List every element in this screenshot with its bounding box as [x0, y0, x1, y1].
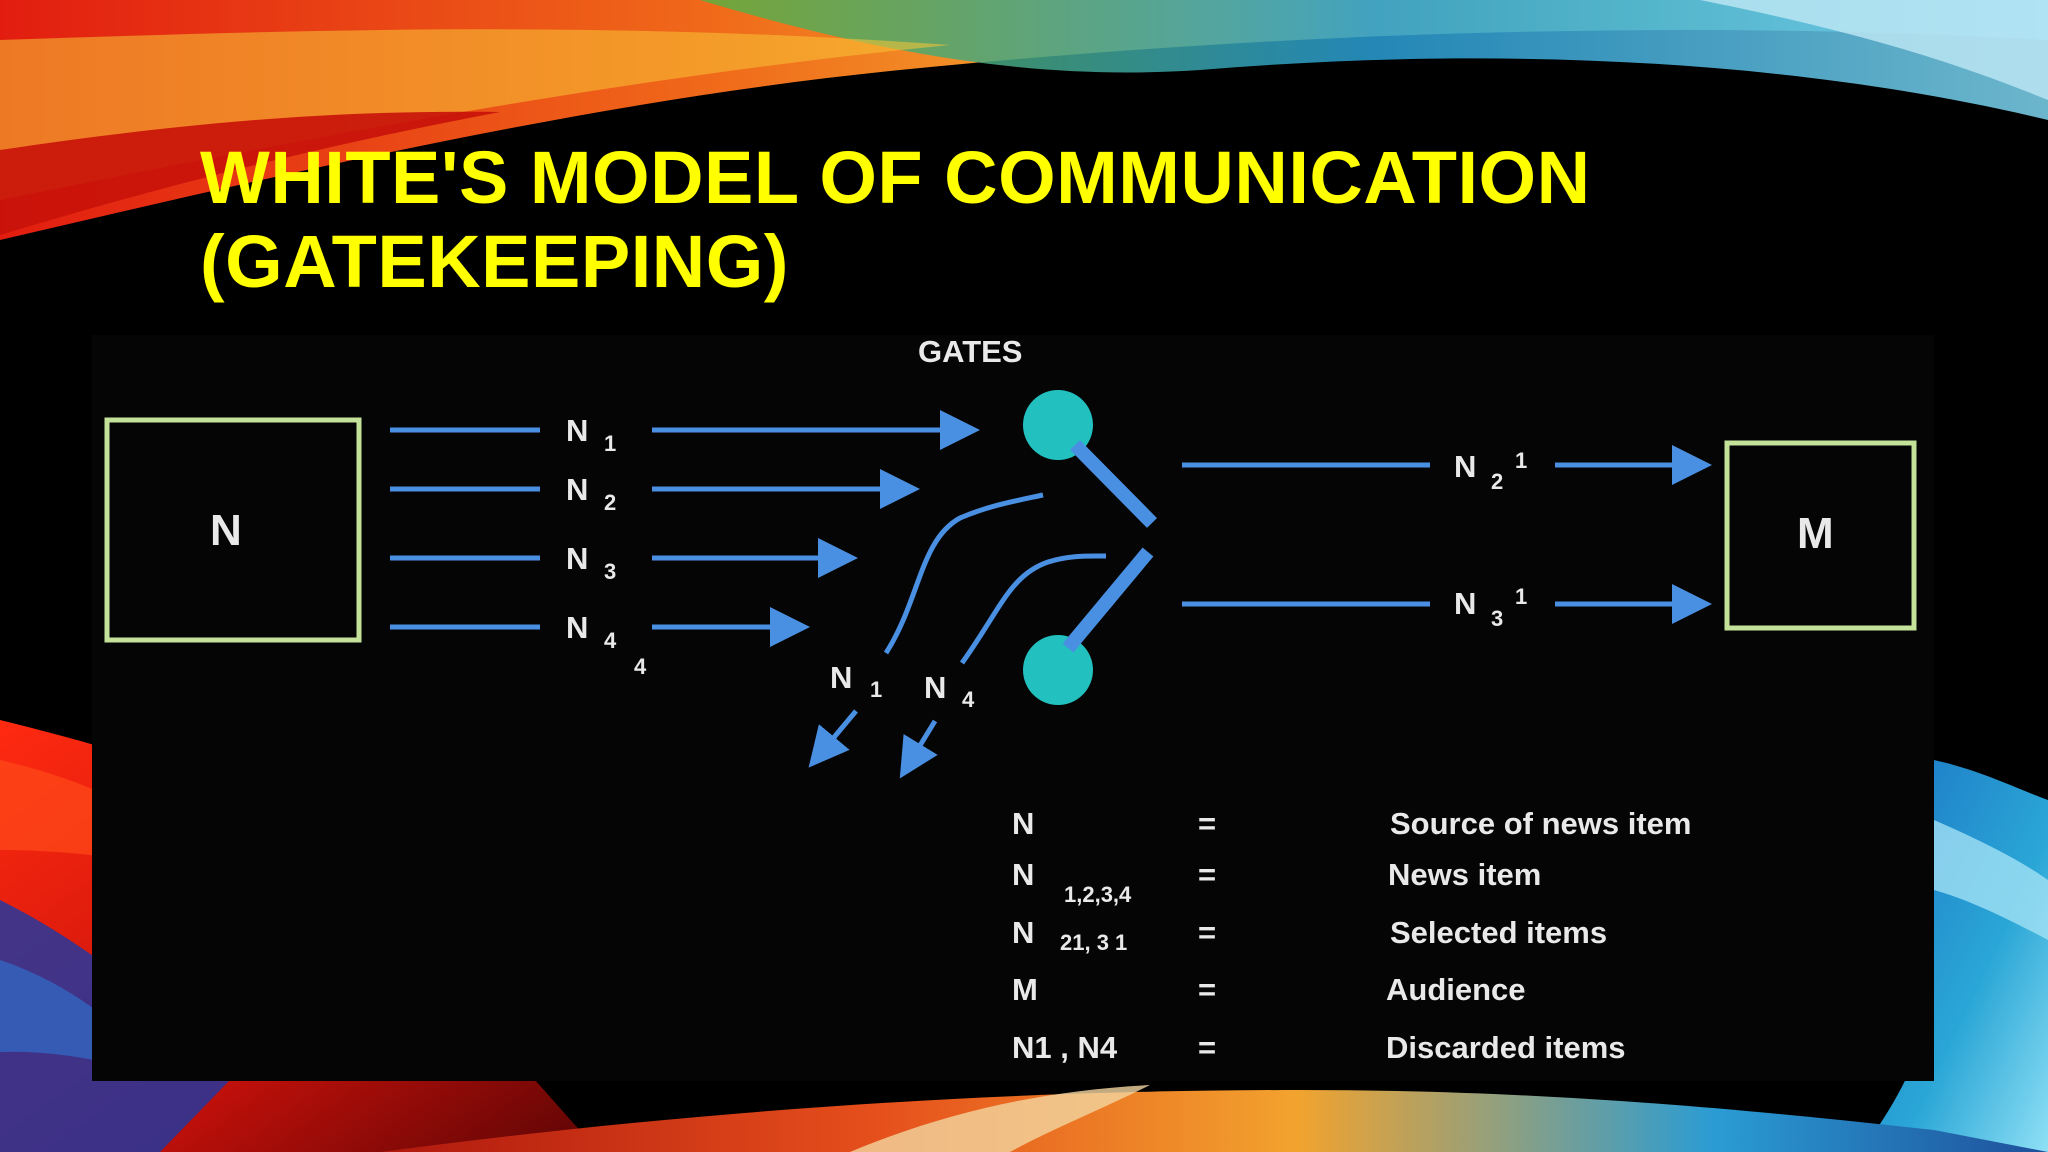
svg-text:21, 3 1: 21, 3 1 [1060, 930, 1127, 955]
svg-text:N: N [830, 660, 852, 695]
discard-arrow-1 [808, 709, 858, 768]
legend-row: N = Source of news item [1012, 806, 1691, 841]
title-line-2: (GATEKEEPING) [200, 220, 789, 303]
svg-text:=: = [1198, 915, 1216, 950]
gates-label: GATES [918, 334, 1023, 369]
input-label-1: N 1 [566, 413, 616, 456]
legend-row: N 1,2,3,4 = News item [1012, 857, 1541, 907]
svg-text:1,2,3,4: 1,2,3,4 [1064, 882, 1132, 907]
legend-row: N1 , N4 = Discarded items [1012, 1030, 1626, 1065]
svg-text:Source of news item: Source of news item [1390, 806, 1691, 841]
svg-text:4: 4 [604, 628, 617, 653]
legend: N = Source of news item N 1,2,3,4 = News… [1012, 806, 1691, 1065]
audience-box-label: M [1797, 509, 1834, 558]
svg-text:N: N [566, 610, 588, 645]
svg-text:N: N [566, 472, 588, 507]
diagram-panel [92, 335, 1934, 1081]
svg-text:M: M [1012, 972, 1038, 1007]
svg-text:News item: News item [1388, 857, 1541, 892]
svg-text:N1 , N4: N1 , N4 [1012, 1030, 1118, 1065]
svg-text:N: N [1012, 857, 1034, 892]
svg-text:Audience: Audience [1386, 972, 1526, 1007]
gate-top-arm [1070, 440, 1157, 528]
input-label-4: N 4 4 [566, 610, 647, 679]
output-label-2: N 3 1 [1454, 584, 1527, 631]
svg-text:1: 1 [1515, 448, 1527, 473]
svg-text:N: N [1454, 586, 1476, 621]
svg-text:1: 1 [604, 431, 616, 456]
svg-text:2: 2 [1491, 469, 1503, 494]
discard-curve-2 [959, 553, 1107, 665]
slide-title: WHITE'S MODEL OF COMMUNICATION (GATEKEEP… [200, 136, 1591, 304]
title-line-1: WHITE'S MODEL OF COMMUNICATION [200, 136, 1591, 219]
svg-text:3: 3 [604, 559, 616, 584]
source-box [104, 417, 362, 643]
gate-top [1023, 390, 1093, 460]
svg-text:Discarded items: Discarded items [1386, 1030, 1626, 1065]
svg-text:N: N [566, 541, 588, 576]
input-label-3: N 3 [566, 541, 616, 584]
svg-text:=: = [1198, 1030, 1216, 1065]
legend-row: M = Audience [1012, 972, 1526, 1007]
input-label-2: N 2 [566, 472, 616, 515]
gate-bottom-arm [1062, 547, 1154, 653]
svg-text:1: 1 [870, 677, 882, 702]
discard-curve-1 [883, 492, 1044, 655]
gate-bottom [1023, 635, 1093, 705]
svg-text:3: 3 [1491, 606, 1503, 631]
svg-text:1: 1 [1515, 584, 1527, 609]
svg-text:=: = [1198, 857, 1216, 892]
svg-text:2: 2 [604, 490, 616, 515]
svg-text:N: N [1012, 915, 1034, 950]
svg-text:4: 4 [962, 687, 975, 712]
svg-text:N: N [566, 413, 588, 448]
audience-box [1724, 440, 1917, 631]
svg-text:Selected items: Selected items [1390, 915, 1607, 950]
svg-text:N: N [924, 670, 946, 705]
svg-text:=: = [1198, 972, 1216, 1007]
discard-label-1: N 1 [830, 660, 882, 702]
svg-text:N: N [1454, 449, 1476, 484]
discard-arrow-2 [899, 719, 938, 779]
output-label-1: N 2 1 [1454, 448, 1527, 494]
svg-text:=: = [1198, 806, 1216, 841]
legend-row: N 21, 3 1 = Selected items [1012, 915, 1607, 955]
source-box-label: N [210, 506, 242, 555]
discard-label-2: N 4 [924, 670, 975, 712]
svg-text:N: N [1012, 806, 1034, 841]
svg-text:4: 4 [634, 654, 647, 679]
